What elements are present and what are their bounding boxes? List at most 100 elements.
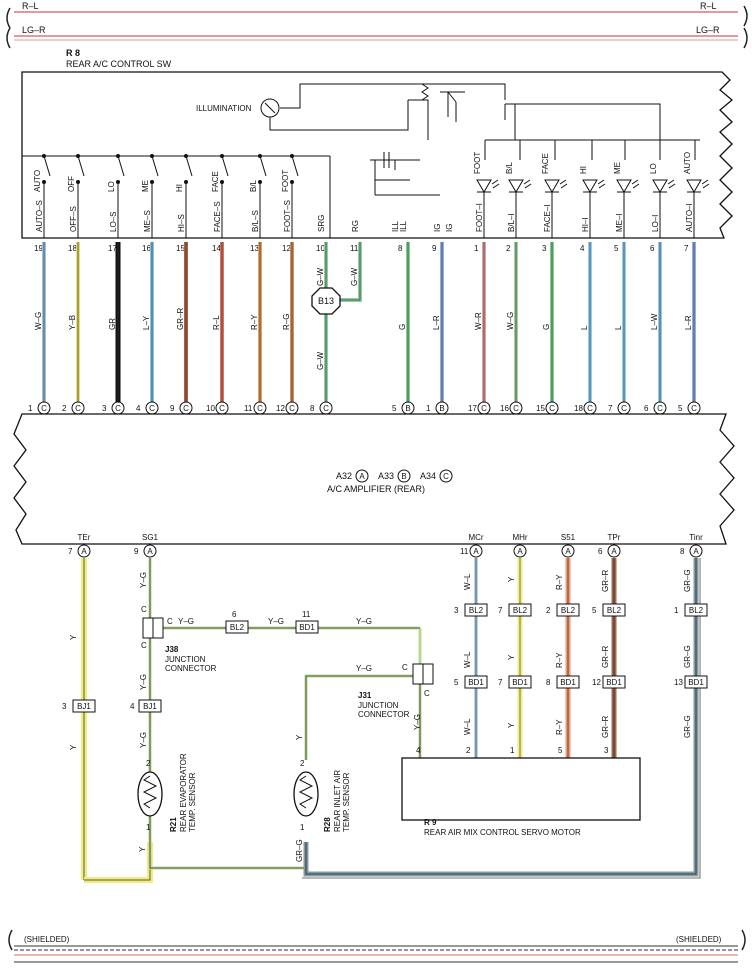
- wire-lgr-left: LG–R: [22, 25, 46, 35]
- switch-label-bl: B/L: [249, 179, 258, 192]
- amp-pin-number: 16: [500, 404, 509, 413]
- wire-y-mhr3: Y: [507, 722, 516, 728]
- bd1-pin: 5: [454, 678, 459, 687]
- amp-connector-letter: C: [691, 404, 697, 413]
- wire-code-r–l: R–L: [212, 315, 221, 330]
- amp-pin-number: 15: [536, 404, 545, 413]
- switch-pin-number: 4: [580, 244, 585, 253]
- bl2-label: BL2: [469, 606, 484, 615]
- term-letter: A: [147, 547, 153, 556]
- led-label-hi: HI: [579, 166, 588, 174]
- switch-pin-number: 18: [68, 244, 77, 253]
- switch-pin-number: 8: [398, 244, 403, 253]
- wire-code-l: L: [580, 325, 589, 330]
- led-rays: [631, 179, 640, 189]
- led-icon: [686, 179, 702, 193]
- term-letter: A: [693, 547, 699, 556]
- term-ter: TEr: [78, 533, 91, 542]
- bd1-label: BD1: [606, 678, 622, 687]
- wire-grg-3: GR–G: [683, 715, 692, 738]
- r21-line1: REAR EVAPORATOR: [179, 753, 188, 832]
- r9-id: R 9: [424, 818, 437, 827]
- amp-pin-number: 5: [678, 404, 683, 413]
- led-label-foot: FOOT: [473, 152, 482, 174]
- amp-name: A/C AMPLIFIER (REAR): [327, 484, 425, 494]
- switch-to-amplifier-wires: AUTO–S19W–GC1AUTO–SOFF–S18Y–BC2OFF–SLO–S…: [28, 200, 708, 440]
- term-pin: 11: [460, 547, 469, 556]
- bl2-pin: 3: [454, 606, 459, 615]
- wire-yg-right: Y–G: [356, 617, 372, 626]
- wire-y-2: Y: [69, 744, 78, 750]
- switch-label-auto: AUTO: [33, 170, 42, 192]
- wire-wl-2: W–L: [463, 651, 472, 668]
- term-mhr: MHr: [512, 533, 527, 542]
- bl2-pin: 2: [546, 606, 551, 615]
- term-letter: A: [517, 547, 523, 556]
- amp-pin-number: 12: [276, 404, 285, 413]
- switch-pin-number: 15: [176, 244, 185, 253]
- switch-pin-number: 17: [108, 244, 117, 253]
- amp-connector-letter: C: [183, 404, 189, 413]
- switch-label-lo: LO: [107, 181, 116, 192]
- bd1-box: [684, 675, 708, 689]
- j31-line2: CONNECTOR: [358, 710, 410, 719]
- led-rays: [701, 179, 710, 189]
- amp-connector-letter: C: [621, 404, 627, 413]
- wire-yg-sg1: Y–G: [139, 572, 148, 588]
- wire-ry-2: R–Y: [555, 652, 564, 668]
- pin-name-b/l–i: B/L–I: [507, 213, 516, 232]
- wire-grg-1: GR–G: [683, 569, 692, 592]
- r9-pin-3: 3: [604, 746, 609, 755]
- pin-name-face–s: FACE–S: [213, 201, 222, 232]
- amp-connector-letter: C: [549, 404, 555, 413]
- bl2-label: BL2: [607, 606, 622, 615]
- switch-label-me: ME: [141, 180, 150, 192]
- wire-grr-3: GR–R: [601, 716, 610, 738]
- term-letter: A: [611, 547, 617, 556]
- switch-blade: [117, 155, 125, 177]
- pin-name-hi–s: HI–S: [177, 214, 186, 232]
- r28-id: R28: [323, 817, 332, 832]
- switch-label-hi: HI: [175, 184, 184, 192]
- amp-connector-letter: C: [41, 404, 47, 413]
- j31-c-bottom: C: [424, 689, 430, 698]
- wire-yg-j31: Y–G: [356, 664, 372, 673]
- wire-wl-1: W–L: [463, 573, 472, 590]
- switch-pin-number: 5: [614, 244, 619, 253]
- j38-c-right: C: [167, 617, 173, 626]
- bl2-label: BL2: [561, 606, 576, 615]
- amp-a-letter: A: [359, 472, 365, 481]
- led-rays: [559, 179, 568, 189]
- wire-yg-mid: Y–G: [268, 617, 284, 626]
- r9-pin-2: 2: [466, 746, 471, 755]
- amp-pin-number: 1: [28, 404, 33, 413]
- bd1-box: [508, 675, 532, 689]
- led-icon: [652, 179, 668, 193]
- amp-connector-letter: C: [289, 404, 295, 413]
- switch-pin-number: 2: [506, 244, 511, 253]
- wire-code-l–r: L–R: [432, 315, 441, 330]
- r21-id: R21: [169, 817, 178, 832]
- amp-connector-letter: C: [587, 404, 593, 413]
- bd1-pin: 8: [546, 678, 551, 687]
- j31-c-left: C: [402, 663, 408, 672]
- switch-pin-number: 19: [34, 244, 43, 253]
- pin-name-hi–i: HI–I: [581, 217, 590, 232]
- amp-conn-a: A32: [336, 471, 352, 481]
- switch-blade: [151, 155, 159, 177]
- j38-c-bottom: C: [141, 641, 147, 650]
- term-s51: S51: [561, 533, 576, 542]
- wire-wl-3: W–L: [463, 718, 472, 735]
- wire-grr-1: GR–R: [601, 570, 610, 592]
- switch-pin-number: 11: [350, 244, 359, 253]
- wire-code-y–b: Y–B: [68, 315, 77, 330]
- wire-grg-2: GR–G: [683, 645, 692, 668]
- led-icon: [476, 179, 492, 193]
- j31-line1: JUNCTION: [358, 701, 399, 710]
- bd1-label: BD1: [468, 678, 484, 687]
- bd1-pin: 7: [498, 678, 503, 687]
- pin-name-auto–i: AUTO–I: [685, 203, 694, 232]
- bl2-pin: 1: [674, 606, 679, 615]
